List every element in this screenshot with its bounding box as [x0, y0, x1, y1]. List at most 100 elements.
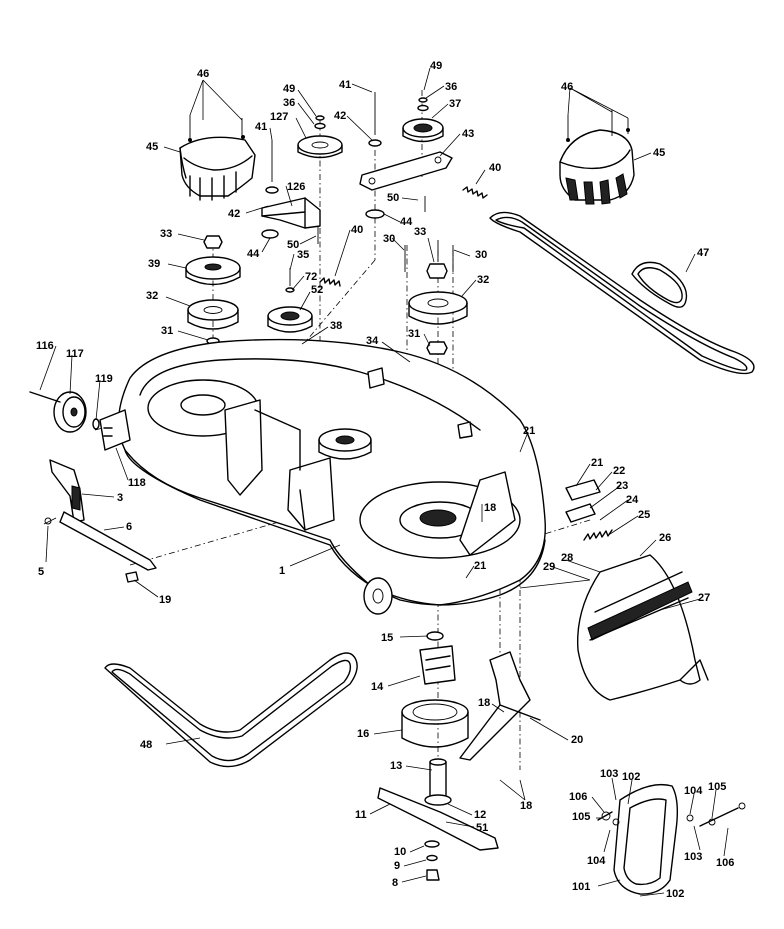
spring-40-top	[462, 186, 488, 199]
callout-p102a: 102	[622, 771, 640, 783]
bracket-22	[565, 479, 601, 501]
bracket-23	[565, 503, 596, 523]
callout-p26: 26	[659, 532, 671, 544]
callout-p118: 118	[128, 477, 146, 489]
callout-p33a: 33	[160, 228, 172, 240]
callout-p39: 39	[148, 258, 160, 270]
spring-40-mid	[319, 277, 341, 287]
callout-p24: 24	[626, 494, 639, 506]
spindle-housing-14	[419, 645, 456, 685]
callout-p18a: 18	[484, 502, 496, 514]
callout-p106a: 106	[569, 791, 587, 803]
bracket-126	[261, 197, 321, 229]
belt-48	[104, 652, 358, 768]
callout-p126: 126	[287, 181, 305, 193]
discharge-chute-27	[576, 554, 709, 701]
callout-p46a: 46	[197, 68, 209, 80]
callout-p103b: 103	[684, 851, 702, 863]
callout-p27: 27	[698, 592, 710, 604]
callout-p18c: 18	[520, 800, 532, 812]
callout-p48: 48	[140, 739, 152, 751]
idler-pulley-37	[402, 97, 444, 143]
callout-p44a: 44	[400, 216, 413, 228]
callout-p34: 34	[366, 335, 379, 347]
callout-p8: 8	[392, 877, 398, 889]
spindle-shaft-13	[424, 758, 452, 806]
callout-p106b: 106	[716, 857, 734, 869]
callout-p49b: 49	[430, 60, 442, 72]
callout-p42b: 42	[228, 208, 240, 220]
callout-p117: 117	[66, 348, 84, 360]
bracket-20	[459, 651, 541, 761]
callout-p10: 10	[394, 846, 406, 858]
callout-p15: 15	[381, 632, 393, 644]
callout-p127: 127	[270, 111, 288, 123]
callout-p6: 6	[126, 521, 132, 533]
idler-arm-43	[359, 151, 453, 191]
callout-p119: 119	[95, 373, 113, 385]
callout-p22: 22	[613, 465, 625, 477]
pulley-32-left	[187, 299, 239, 330]
callout-p37: 37	[449, 98, 461, 110]
callout-p50b: 50	[287, 239, 299, 251]
callout-p1: 1	[279, 565, 285, 577]
blade-cover-right	[559, 110, 635, 205]
callout-p45a: 45	[146, 141, 158, 153]
callout-p50a: 50	[387, 192, 399, 204]
lock-washer-9	[426, 854, 438, 862]
spacer-44	[365, 209, 385, 219]
callout-p45b: 45	[653, 147, 665, 159]
part-callouts: 46 45 49 36 127 41 41 42 126 42 49 36 37…	[36, 60, 734, 900]
callout-p104b: 104	[684, 785, 703, 797]
blade-11	[377, 787, 499, 851]
callout-p47: 47	[697, 247, 709, 259]
callout-p103a: 103	[600, 768, 618, 780]
callout-p32b: 32	[477, 274, 489, 286]
callout-p3: 3	[117, 492, 123, 504]
callout-p21a: 21	[523, 425, 535, 437]
pulley-39	[185, 256, 241, 286]
callout-p36b: 36	[445, 81, 457, 93]
callout-p105b: 105	[708, 781, 726, 793]
bolts-top	[271, 92, 426, 244]
washer-10	[424, 840, 440, 848]
mower-deck	[99, 338, 546, 615]
callout-p36a: 36	[283, 97, 295, 109]
belt-47	[489, 211, 755, 375]
leader-lines	[39, 67, 729, 897]
callout-p12: 12	[474, 809, 486, 821]
bracket-3	[49, 459, 85, 523]
callout-p28: 28	[561, 552, 573, 564]
callout-p40a: 40	[489, 162, 501, 174]
callout-p105a: 105	[572, 811, 590, 823]
spacer-44-left	[261, 229, 279, 239]
callout-p41b: 41	[339, 79, 351, 91]
bolt-19	[125, 571, 139, 583]
callout-p9: 9	[394, 860, 400, 872]
callout-p30b: 30	[475, 249, 487, 261]
spring-25	[583, 529, 613, 541]
callout-p101: 101	[572, 881, 590, 893]
bolt-8	[426, 869, 440, 881]
callout-p102b: 102	[666, 888, 684, 900]
callout-p38: 38	[330, 320, 342, 332]
callout-p21c: 21	[591, 457, 603, 469]
callout-p31b: 31	[408, 328, 420, 340]
bolts-30	[404, 240, 454, 272]
callout-p40b: 40	[351, 224, 363, 236]
spindle-pulley-16	[401, 699, 469, 748]
callout-p104a: 104	[587, 855, 606, 867]
callout-p46b: 46	[561, 81, 573, 93]
callout-p29: 29	[543, 561, 555, 573]
idler-pulley-52	[267, 268, 313, 333]
washer-42	[368, 139, 382, 147]
callout-p52: 52	[311, 284, 323, 296]
gauge-wheel-117	[29, 391, 100, 433]
link-rod-6	[43, 511, 157, 571]
callout-p44b: 44	[247, 248, 260, 260]
callout-p31a: 31	[161, 325, 173, 337]
deflector-bracket-101	[597, 783, 746, 895]
callout-p11: 11	[355, 809, 367, 821]
callout-p5: 5	[38, 566, 44, 578]
